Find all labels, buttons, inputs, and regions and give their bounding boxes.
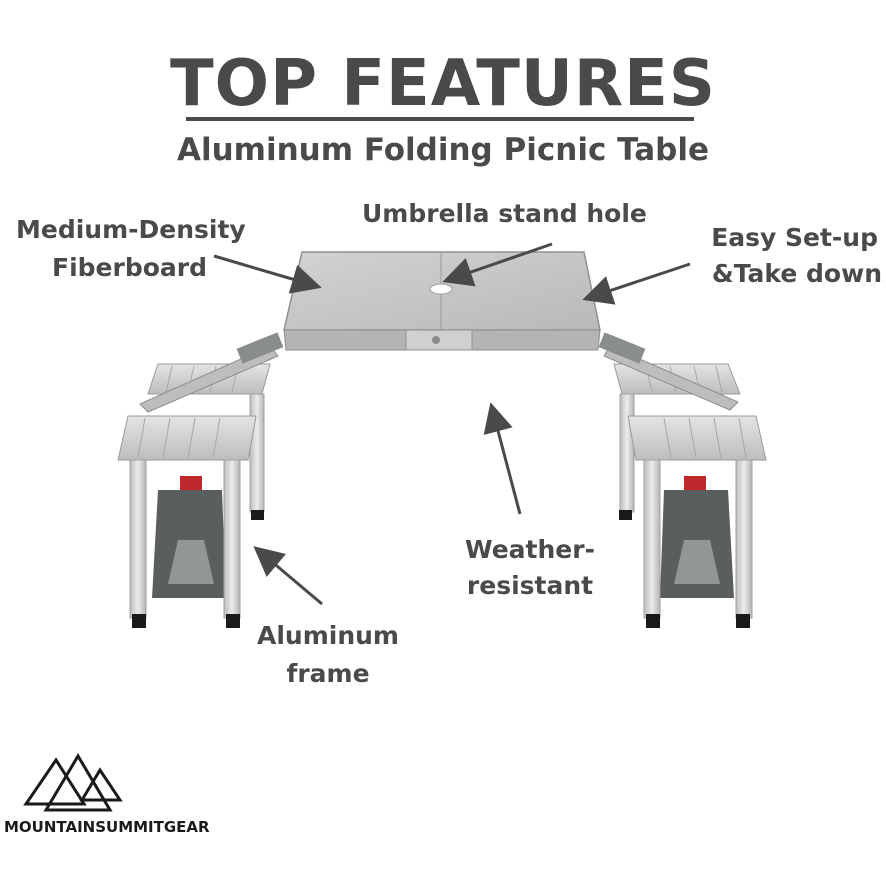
label-weather-line1: Weather- (465, 535, 595, 564)
page-subtitle: Aluminum Folding Picnic Table (176, 132, 710, 168)
front-right-seat (627, 415, 767, 628)
label-umbrella: Umbrella stand hole (362, 199, 647, 228)
front-left-seat (117, 415, 257, 628)
arrow-setup (582, 262, 691, 305)
label-fiberboard-line1: Medium-Density (16, 215, 246, 244)
title-underline (186, 117, 694, 121)
label-weather-line2: resistant (466, 571, 594, 600)
arrow-fiberboard (213, 254, 322, 294)
label-setup-line2: &Take down (711, 259, 882, 288)
arrow-frame (253, 546, 323, 606)
brand-name: MOUNTAINSUMMITGEAR (4, 818, 210, 836)
table-top (283, 251, 601, 351)
arrow-umbrella (442, 242, 553, 287)
label-frame-line2: frame (286, 659, 370, 688)
label-setup-line1: Easy Set-up (711, 223, 878, 252)
page-title: TOP FEATURES (170, 47, 716, 121)
label-fiberboard-line2: Fiberboard (52, 253, 207, 282)
arrow-weather (483, 402, 522, 515)
label-frame-line1: Aluminum (257, 621, 399, 650)
mountain-peaks-icon (23, 753, 123, 812)
